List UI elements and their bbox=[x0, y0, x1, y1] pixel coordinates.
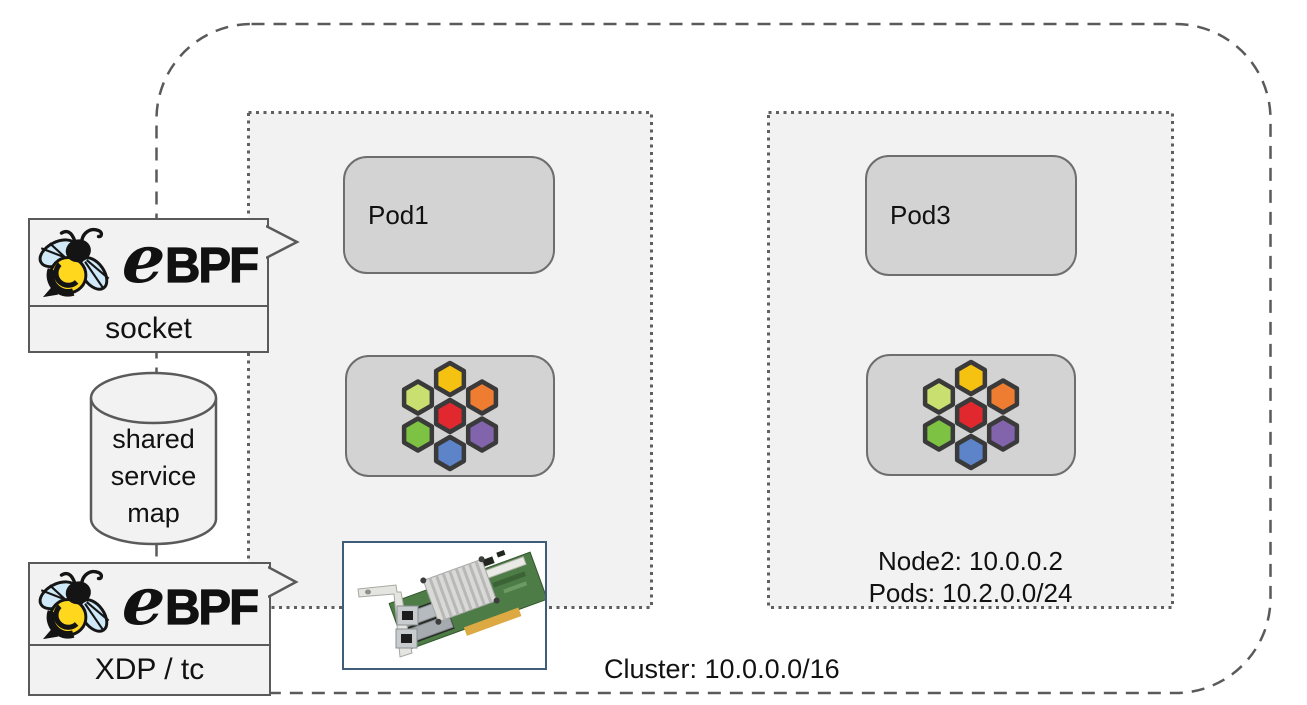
shared-map-cylinder bbox=[89, 371, 218, 546]
ebpf-bee-icon bbox=[38, 227, 110, 297]
node2-pod-cidr: Pods: 10.2.0.0/24 bbox=[868, 578, 1073, 608]
network-card-graphic bbox=[357, 550, 548, 658]
ebpf-logo-e: e bbox=[118, 562, 170, 640]
xdp-hook-label: XDP / tc bbox=[94, 653, 205, 686]
cilium-logo-icon bbox=[401, 360, 499, 472]
socket-hook-box: socket bbox=[28, 305, 269, 353]
ebpf-logo-bpf: BPF bbox=[164, 580, 259, 635]
node2-address: Node2: 10.0.0.2 bbox=[877, 546, 1064, 576]
ebpf-logo-bpf: BPF bbox=[164, 238, 259, 293]
network-card-image bbox=[342, 541, 548, 670]
ebpf-bee-icon bbox=[38, 569, 110, 639]
socket-hook-label: socket bbox=[105, 312, 192, 345]
cilium-box-node2 bbox=[866, 354, 1076, 476]
cilium-box-node1 bbox=[345, 355, 555, 477]
shared-map-line1: shared bbox=[112, 424, 195, 454]
bubble-tail bbox=[268, 566, 299, 599]
cluster-boundary bbox=[155, 22, 1272, 695]
bubble-tail bbox=[266, 224, 300, 260]
shared-map-line2: service bbox=[110, 461, 197, 491]
pod1-box: Pod1 bbox=[343, 156, 555, 274]
cilium-logo-icon bbox=[922, 359, 1020, 471]
ebpf-logo-e: e bbox=[118, 220, 170, 298]
cluster-label: Cluster: 10.0.0.0/16 bbox=[604, 654, 840, 684]
nic-pcie-connector bbox=[463, 607, 522, 636]
xdp-hook-box: XDP / tc bbox=[28, 644, 271, 696]
pod1-label: Pod1 bbox=[368, 199, 429, 230]
node2-info: Node2: 10.0.0.2 Pods: 10.2.0.0/24 bbox=[767, 545, 1174, 609]
shared-map-line3: map bbox=[127, 498, 180, 528]
shared-map-text: shared service map bbox=[88, 421, 219, 532]
pod3-box: Pod3 bbox=[865, 155, 1077, 276]
pod3-label: Pod3 bbox=[890, 200, 951, 230]
